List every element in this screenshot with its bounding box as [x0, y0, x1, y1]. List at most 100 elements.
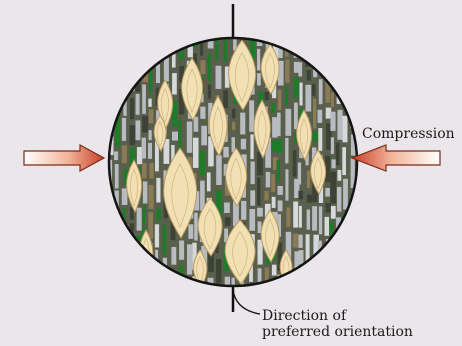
mineral-grain [326, 203, 331, 212]
mineral-grain [201, 126, 207, 146]
mineral-grain [265, 191, 269, 201]
mineral-grain [319, 206, 322, 234]
mineral-grain [272, 103, 276, 113]
mineral-grain [115, 164, 119, 189]
mineral-grain [216, 259, 222, 284]
mineral-grain [187, 122, 193, 153]
mineral-grain [130, 98, 134, 119]
mineral-grain [122, 188, 128, 205]
mineral-grain [163, 225, 167, 254]
mineral-grain [114, 74, 118, 93]
mineral-grain [312, 131, 317, 141]
mineral-grain [164, 36, 167, 54]
mineral-grain [224, 203, 230, 214]
mineral-grain [350, 226, 353, 239]
mineral-grain [343, 58, 348, 87]
mineral-grain [272, 117, 277, 138]
mineral-grain [143, 181, 148, 203]
mineral-grain [277, 160, 281, 181]
mineral-grain [318, 36, 322, 55]
mineral-grain [142, 116, 148, 132]
mineral-grain [285, 60, 289, 83]
mineral-grain [142, 138, 146, 159]
mineral-grain [216, 66, 222, 89]
mineral-grain [318, 286, 322, 295]
mineral-grain [114, 36, 119, 45]
mineral-grain [208, 36, 214, 49]
mineral-grain [307, 70, 311, 81]
mineral-grain [298, 235, 302, 248]
mineral-grain [305, 85, 311, 112]
mineral-grain [223, 147, 229, 158]
mineral-grain [351, 59, 356, 70]
mineral-grain [124, 245, 129, 256]
mineral-grain [217, 287, 223, 314]
mineral-grain [332, 64, 336, 88]
mineral-grain [148, 36, 153, 59]
mineral-grain [123, 53, 126, 81]
mineral-grain [249, 100, 254, 131]
mineral-grain [207, 172, 211, 191]
mineral-grain [357, 126, 361, 134]
mineral-grain [223, 90, 228, 108]
mineral-grain [178, 120, 181, 152]
mineral-grain [135, 36, 140, 45]
mineral-grain [318, 110, 323, 123]
mineral-grain [123, 263, 129, 287]
mineral-grain [285, 36, 289, 57]
mineral-grain [130, 256, 136, 272]
mineral-grain [352, 244, 358, 260]
mineral-grain [122, 118, 126, 141]
mineral-grain [318, 265, 324, 284]
mineral-grain [250, 190, 255, 205]
mineral-grain [356, 201, 361, 231]
mineral-grain [216, 155, 222, 185]
mineral-grain [356, 262, 361, 275]
mineral-grain [350, 74, 356, 83]
mineral-grain [336, 261, 340, 288]
mineral-grain [258, 289, 262, 314]
mineral-grain [142, 36, 146, 46]
mineral-grain [201, 60, 206, 74]
mineral-grain [225, 217, 231, 226]
mineral-grain [330, 257, 333, 274]
mineral-grain [336, 236, 342, 257]
mineral-grain [298, 163, 301, 185]
mineral-grain [136, 94, 140, 115]
mineral-grain [172, 132, 178, 141]
mineral-grain [313, 36, 319, 60]
mineral-grain [298, 191, 303, 200]
mineral-grain [135, 49, 139, 79]
mineral-grain [307, 210, 310, 230]
mineral-grain [299, 36, 302, 57]
mineral-grain [137, 147, 142, 164]
mineral-grain [307, 195, 312, 203]
mineral-grain [257, 208, 263, 217]
mineral-grain [149, 185, 154, 209]
mineral-grain [331, 92, 334, 107]
mineral-grain [200, 151, 206, 175]
mineral-grain [294, 251, 298, 277]
direction-label: Direction of preferred orientation [262, 308, 413, 340]
mineral-grain [277, 113, 281, 137]
mineral-grain [336, 143, 340, 165]
mineral-grain [342, 147, 346, 175]
mineral-grain [250, 285, 255, 308]
mineral-grain [137, 208, 142, 231]
mineral-grain [337, 170, 341, 181]
mineral-grain [337, 187, 342, 212]
mineral-grain [187, 278, 193, 300]
mineral-grain [251, 162, 255, 185]
mineral-grain [241, 139, 246, 150]
mineral-grain [179, 241, 184, 260]
mineral-grain [241, 201, 246, 220]
mineral-grain [342, 240, 346, 251]
mineral-grain [343, 258, 349, 276]
mineral-grain [272, 280, 276, 294]
mineral-grain [257, 73, 261, 85]
mineral-grain [357, 235, 362, 256]
mineral-grain [293, 150, 297, 177]
mineral-grain [136, 120, 141, 140]
left-compression-arrow-icon [24, 145, 104, 171]
direction-label-line1: Direction of [262, 308, 413, 324]
